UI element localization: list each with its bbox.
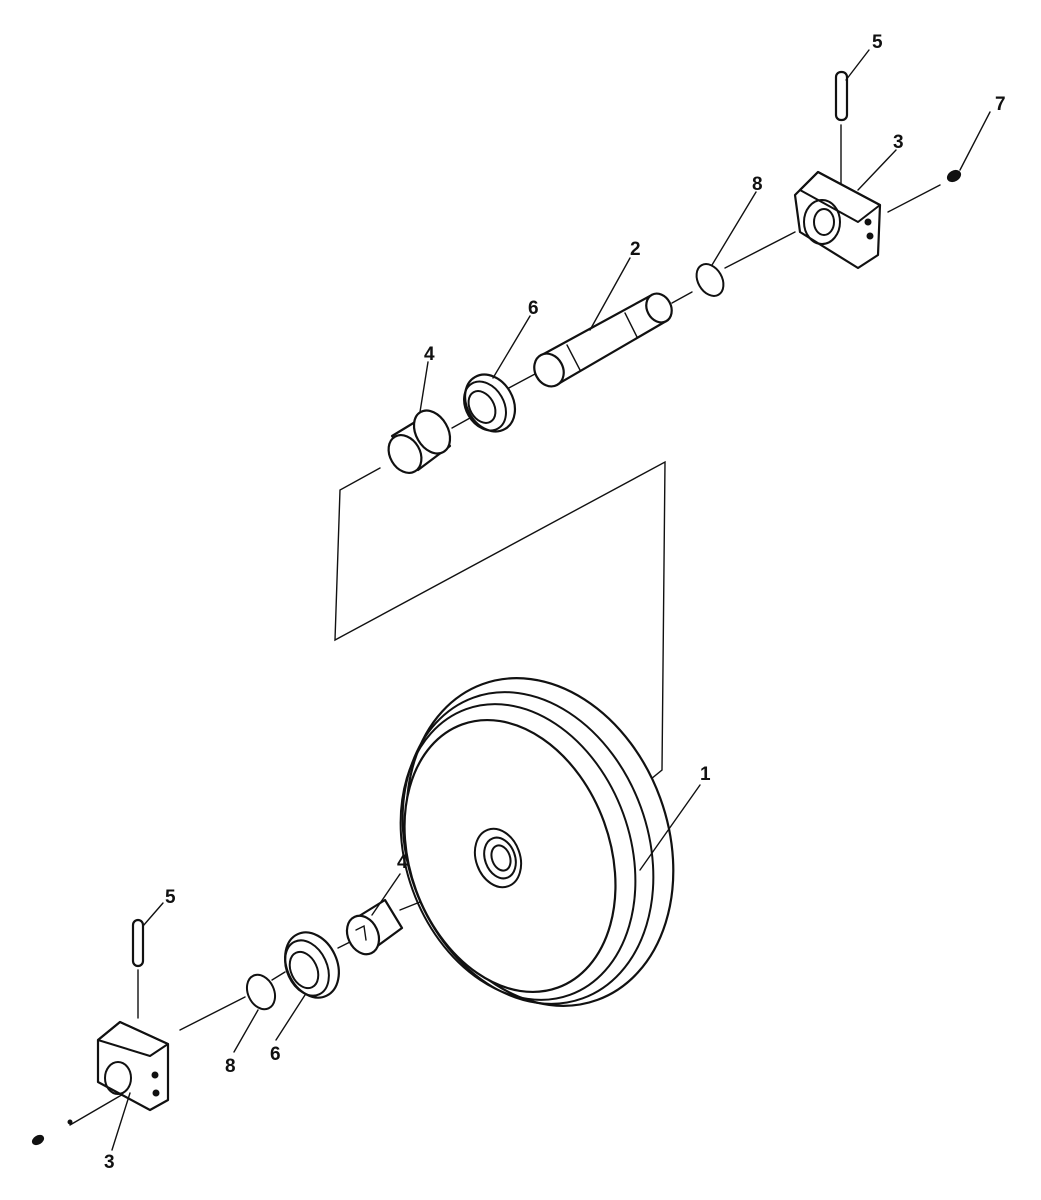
pin-bottom xyxy=(131,918,145,968)
bushing-bottom xyxy=(345,898,404,956)
plug-bottom xyxy=(31,1119,73,1146)
seal-top xyxy=(463,373,517,433)
bracket-bottom xyxy=(96,1020,170,1112)
callout-bushing-bottom: 4 xyxy=(397,852,408,873)
bushing-top xyxy=(387,409,452,474)
seal-bottom xyxy=(284,931,340,999)
callout-seal-top: 6 xyxy=(528,298,539,319)
callout-oring-top: 8 xyxy=(752,174,763,195)
pin-top xyxy=(834,70,849,122)
leader-lines xyxy=(111,49,991,1151)
callout-pin-top: 5 xyxy=(872,32,883,53)
callout-oring-bottom: 8 xyxy=(225,1056,236,1077)
callout-labels: 1 2 3 3 4 4 5 5 6 6 7 8 8 xyxy=(104,32,1006,1173)
bracket-top xyxy=(793,170,882,270)
assembly-guide-lines xyxy=(69,124,941,1126)
callout-seal-bottom: 6 xyxy=(270,1044,281,1065)
callout-bracket-top: 3 xyxy=(893,132,904,153)
plug xyxy=(946,169,962,183)
callout-plug: 7 xyxy=(995,94,1006,115)
callout-wheel: 1 xyxy=(700,764,711,785)
callout-bushing-top: 4 xyxy=(424,344,435,365)
shaft xyxy=(533,292,673,388)
oring-top xyxy=(695,263,725,297)
oring-bottom xyxy=(245,973,277,1011)
callout-shaft: 2 xyxy=(630,239,641,260)
callout-pin-bottom: 5 xyxy=(165,887,176,908)
callout-bracket-bottom: 3 xyxy=(104,1152,115,1173)
idler-wheel xyxy=(399,677,675,1007)
